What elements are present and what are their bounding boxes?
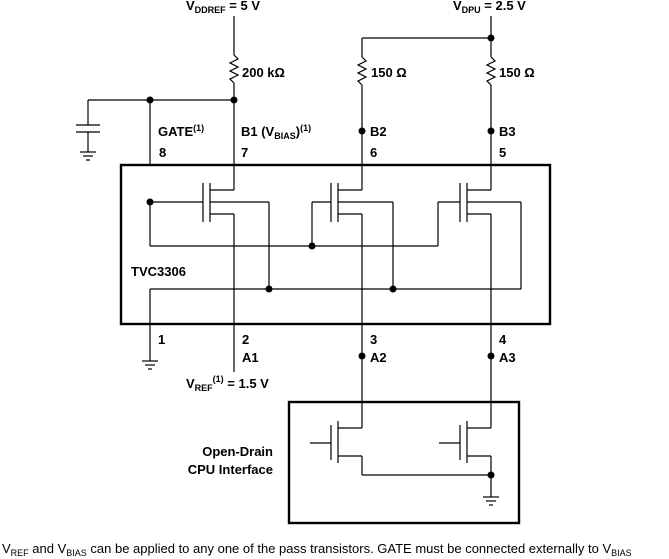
pin-6-number: 6 [370,145,377,160]
junction-dot [230,96,238,104]
pin-b1-label: B1 (VBIAS)(1) [241,123,311,141]
pass-transistor-1 [150,165,270,324]
pass-transistor-3 [437,165,522,324]
resistor-150-b3 [485,56,497,86]
junction-dot [146,96,154,104]
pin-a3-dot [487,352,495,360]
pin-b3-dot [487,127,495,135]
junction-dot [389,285,397,293]
junction-dot [308,242,316,250]
resistor-150-b2-label: 150 Ω [371,65,407,80]
pin-a2-dot [358,352,366,360]
resistor-150-b2 [356,56,368,86]
pin-a2-label: A2 [370,350,387,365]
ground-icon [483,496,499,506]
pin-gate-label: GATE(1) [158,123,204,139]
resistor-200k-label: 200 kΩ [242,65,285,80]
ground-icon [80,151,96,161]
pin-5-number: 5 [499,145,506,160]
device-name: TVC3306 [131,264,186,279]
pin-b2-dot [358,127,366,135]
pin-7-number: 7 [241,145,248,160]
pin-b3-label: B3 [499,124,516,139]
ground-icon [142,360,158,370]
open-drain-transistor-2 [439,402,492,497]
pin-2-number: 2 [242,332,249,347]
pin-4-number: 4 [499,332,507,347]
resistor-150-b3-label: 150 Ω [499,65,535,80]
cpu-interface-label-line2: CPU Interface [188,462,273,477]
pin-b2-label: B2 [370,124,387,139]
cpu-interface-label-line1: Open-Drain [202,444,273,459]
junction-dot [265,285,273,293]
vddref-label: VDDREF = 5 V [186,0,260,15]
pin-3-number: 3 [370,332,377,347]
tvc3306-package [119,163,552,326]
footnote: VREF and VBIAS can be applied to any one… [2,541,632,558]
pass-transistor-2 [311,165,394,324]
pin-8-number: 8 [159,145,166,160]
pin-a3-label: A3 [499,350,516,365]
open-drain-transistor-1 [310,402,363,475]
vref-label: VREF(1) = 1.5 V [186,374,269,393]
pin-1-number: 1 [158,332,165,347]
cpu-interface-box [287,400,521,525]
vdpu-label: VDPU = 2.5 V [453,0,526,15]
junction-dot [487,471,495,479]
resistor-200k [228,54,240,84]
pin-a1-label: A1 [242,350,259,365]
